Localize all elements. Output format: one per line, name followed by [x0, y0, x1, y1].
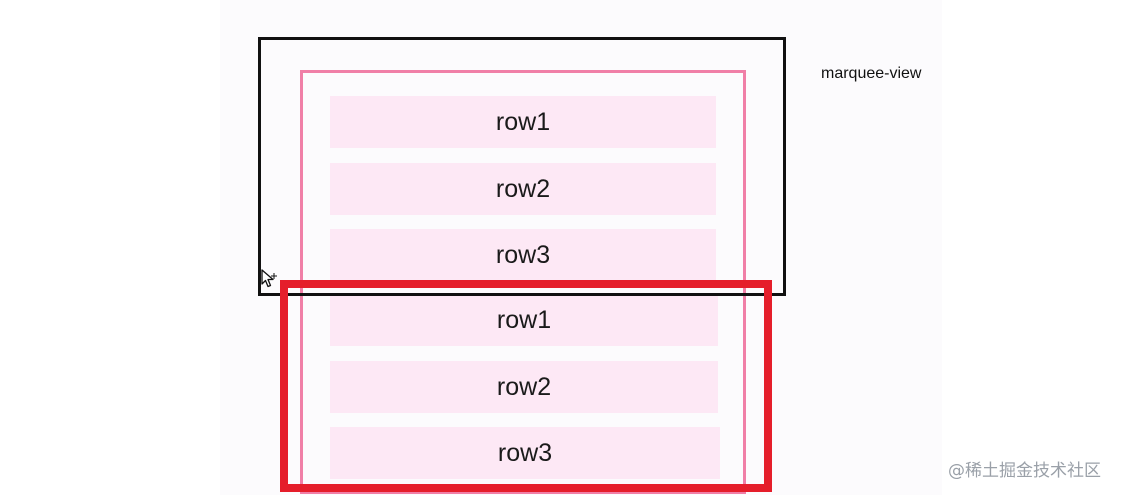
row-item: row2 [330, 163, 716, 215]
marquee-view-label: marquee-view [821, 65, 922, 82]
duplicate-row-item: row3 [330, 427, 720, 479]
marquee-view-box [258, 37, 786, 296]
row-item: row1 [330, 96, 716, 148]
watermark: @稀土掘金技术社区 [948, 461, 1101, 481]
move-cursor-icon [261, 269, 277, 288]
duplicate-row-item: row2 [330, 361, 718, 413]
duplicate-rows-highlight [280, 280, 772, 492]
row-item: row3 [330, 229, 716, 281]
duplicate-row-item: row1 [330, 294, 718, 346]
